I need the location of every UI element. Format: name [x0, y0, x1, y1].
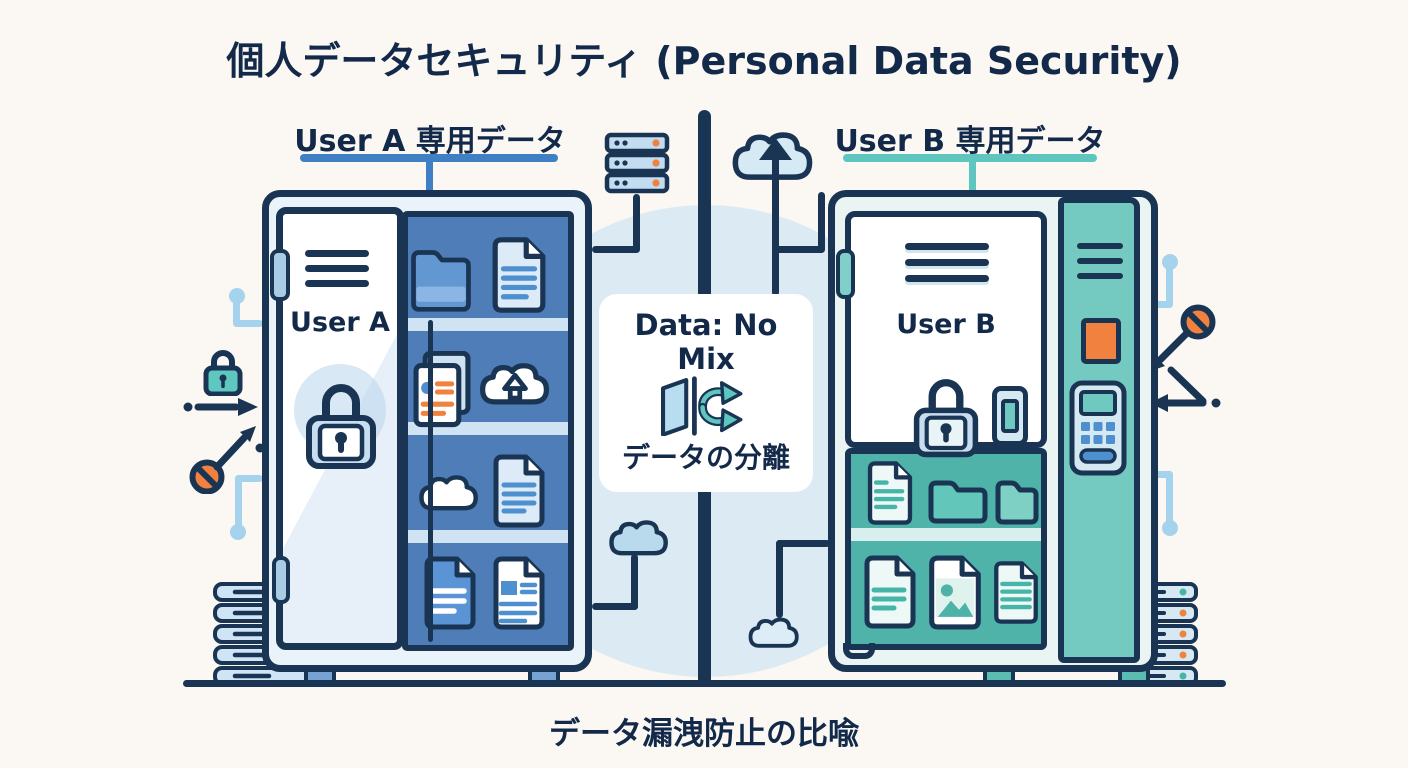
- circuit-line-top-left-h: [233, 320, 263, 327]
- right-header-underline: [843, 154, 1097, 162]
- locker-a: User A: [262, 190, 592, 672]
- document-icon: [867, 461, 913, 525]
- locker-b-bottom-latch: [843, 643, 875, 659]
- cloud-right-connector-horizontal: [776, 540, 830, 547]
- document-icon: [493, 454, 545, 528]
- side-panel-vent: [1077, 243, 1123, 249]
- report-document-icon: [493, 556, 545, 630]
- cloud-small-right-icon: [748, 617, 799, 648]
- server-connector-vertical: [633, 194, 640, 252]
- cloud-upload-icon: [480, 363, 550, 405]
- document-icon: [864, 555, 916, 629]
- door-a-handle-top: [270, 249, 290, 301]
- orange-button: [1081, 318, 1121, 364]
- locker-a-door: User A: [276, 207, 404, 650]
- document-icon: [492, 237, 546, 313]
- left-section-header: User A 専用データ: [294, 124, 566, 159]
- keypad-icon: [1069, 380, 1127, 476]
- locker-b-side-panel: [1058, 197, 1140, 663]
- cloud-left-connector-vertical: [631, 554, 638, 610]
- left-header-connector: [426, 160, 433, 192]
- padlock-b-icon: [913, 379, 979, 458]
- folder-icon: [995, 480, 1039, 525]
- door-a-edge-line: [428, 320, 433, 642]
- right-header-connector: [969, 160, 976, 192]
- door-b-vent: [905, 243, 989, 250]
- side-panel-vent: [1077, 258, 1123, 264]
- circuit-line-bottom-left-h: [235, 475, 263, 482]
- upload-connector-vertical: [772, 156, 779, 296]
- padlock-a-icon: [306, 384, 376, 469]
- folder-icon: [928, 480, 988, 524]
- circuit-line-top-right-v: [1166, 266, 1173, 306]
- shelf-divider: [408, 530, 568, 543]
- circuit-line-top-left-v: [233, 300, 240, 326]
- center-panel: Data: No Mix データの分離: [599, 294, 813, 492]
- door-b-vent: [905, 259, 989, 266]
- page-title: 個人データセキュリティ (Personal Data Security): [226, 39, 1182, 83]
- center-panel-title: Data: No Mix: [634, 308, 778, 376]
- cloud-icon: [419, 475, 478, 511]
- caption: データ漏洩防止の比喩: [549, 716, 859, 752]
- upload-arrowhead-icon: [759, 138, 792, 160]
- cloud-small-left-icon: [609, 520, 668, 556]
- door-a-label: User A: [290, 307, 390, 338]
- left-header-underline: [300, 154, 558, 162]
- door-a-vent: [305, 265, 369, 272]
- shelf-divider: [851, 528, 1041, 541]
- door-b-handle: [836, 249, 855, 299]
- ground-line: [183, 680, 1226, 687]
- side-panel-vent: [1077, 273, 1123, 279]
- center-panel-subtitle: データの分離: [621, 441, 790, 474]
- cloud-right-connector-vertical: [776, 540, 783, 618]
- circuit-node-bottom-left: [230, 524, 246, 540]
- cloud-left-connector-horizontal: [592, 603, 638, 610]
- door-a-vent: [305, 250, 369, 257]
- shelf-divider: [408, 318, 568, 331]
- right-section-header: User B 専用データ: [834, 124, 1106, 159]
- phone-screen: [1001, 399, 1019, 433]
- upload-connector-horizontal: [772, 246, 824, 253]
- lock-badge-icon: [203, 350, 243, 396]
- folder-icon: [411, 250, 471, 312]
- circuit-node-top-right: [1162, 254, 1178, 270]
- data-separation-icon: [661, 376, 743, 436]
- door-b-label: User B: [896, 309, 996, 340]
- door-a-handle-bottom: [272, 556, 290, 604]
- door-a-vent: [305, 280, 369, 287]
- id-card-icon: [413, 351, 471, 428]
- upload-connector-vertical-2: [818, 192, 825, 253]
- server-connector-horizontal: [592, 246, 640, 253]
- document-icon: [994, 561, 1038, 624]
- circuit-node-top-left: [229, 288, 245, 304]
- circuit-node-bottom-right: [1162, 520, 1178, 536]
- phone-icon: [992, 386, 1028, 446]
- server-stack-icon: [604, 132, 670, 194]
- door-b-vent: [905, 275, 989, 282]
- image-document-icon: [929, 555, 981, 630]
- circuit-line-bottom-left-v: [235, 475, 242, 528]
- locker-b: User B: [828, 190, 1158, 672]
- locker-b-interior: [845, 448, 1047, 650]
- circuit-line-bottom-right-v: [1166, 471, 1173, 524]
